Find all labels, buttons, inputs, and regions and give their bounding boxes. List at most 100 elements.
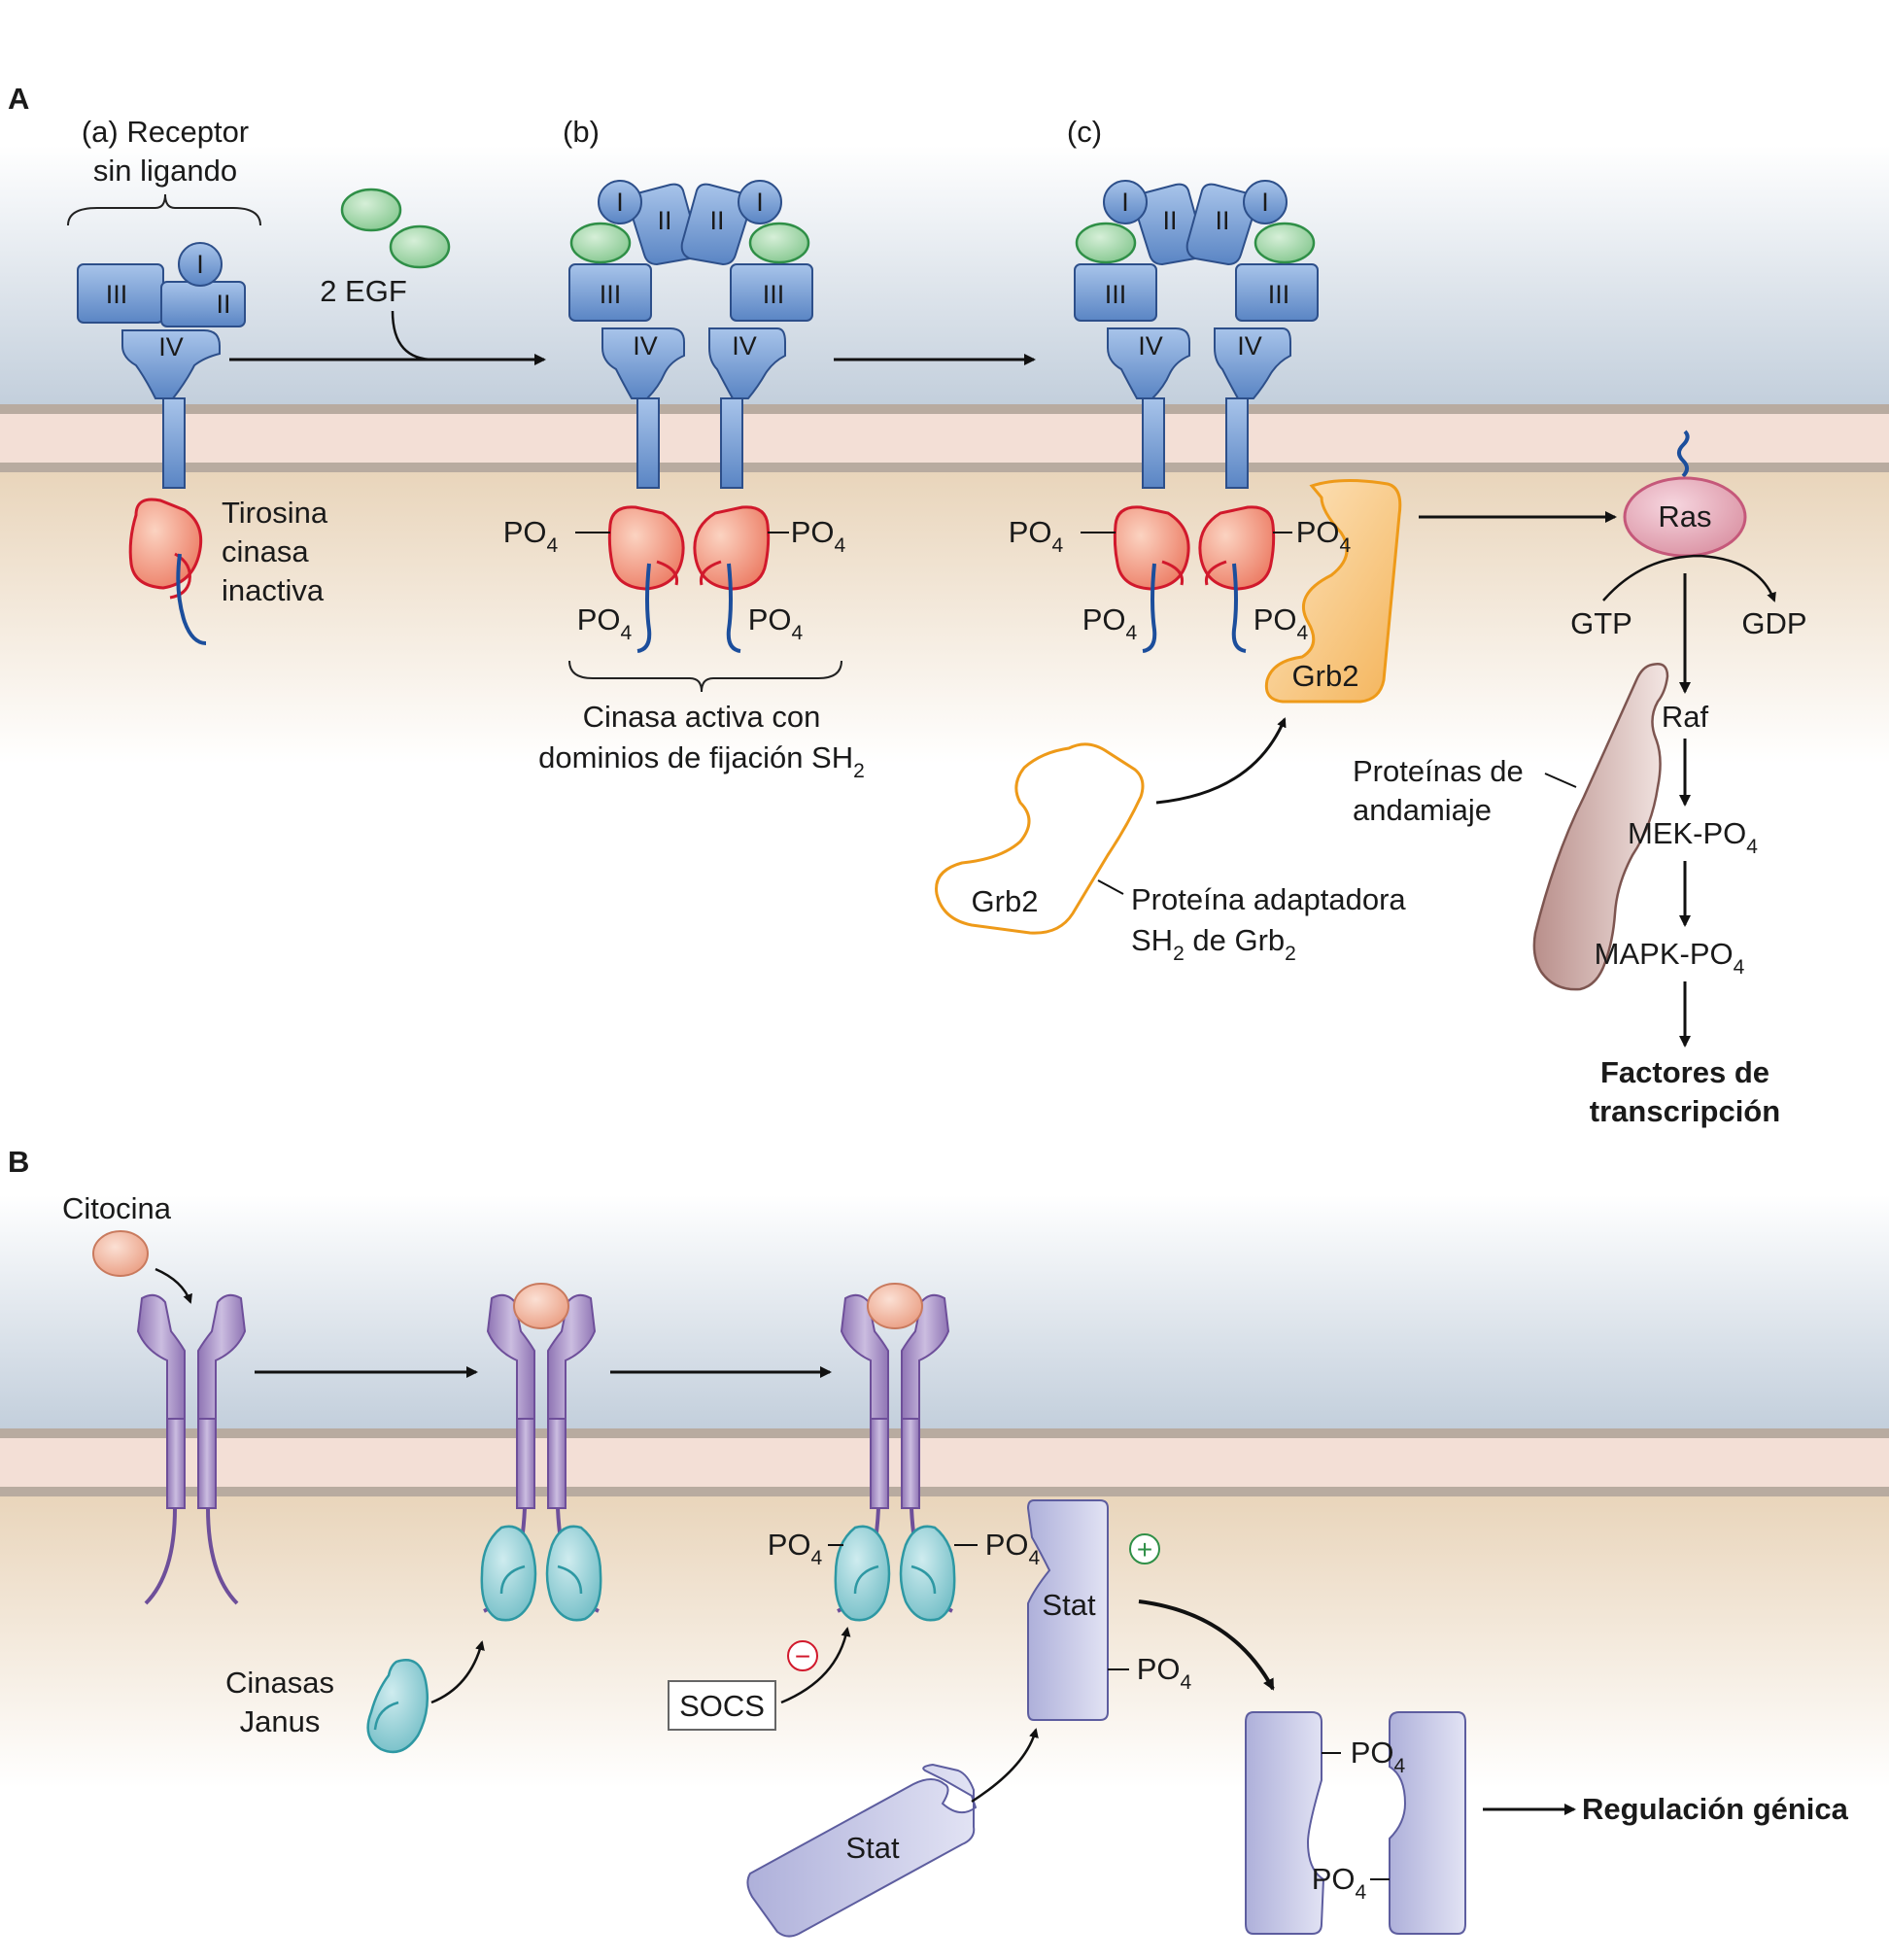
phosphate-label: PO4 <box>1312 1862 1367 1904</box>
tyrosine-kinase-label-line1: Tirosina <box>222 496 328 530</box>
phosphate-label: PO4 <box>1296 515 1352 557</box>
janus-recruit-arrow <box>430 1640 485 1704</box>
phosphate-label: PO4 <box>577 602 633 644</box>
stat-dimer <box>1245 1711 1466 1935</box>
cytokine-receptor-unbound <box>136 1293 247 1605</box>
scaffold-leader <box>1544 773 1577 788</box>
cytokine-receptor-bound-janus <box>480 1283 602 1622</box>
domain-label-iv: IV <box>1237 331 1262 361</box>
adaptor-leader <box>1097 879 1124 895</box>
domain-label-i: I <box>196 250 204 279</box>
step-a-brace <box>67 193 261 226</box>
stat-recruit-arrow <box>971 1728 1039 1804</box>
panel-a-letter: A <box>8 82 29 116</box>
minus-sign: − <box>795 1641 810 1671</box>
phosphate-label: PO4 <box>791 515 846 557</box>
janus-kinase-free <box>366 1659 429 1754</box>
domain-label-iv: IV <box>633 331 658 361</box>
stat-docked-label: Stat <box>1042 1588 1096 1622</box>
domain-label-ii: II <box>709 206 724 235</box>
phosphate-label: PO4 <box>768 1528 823 1569</box>
phosphate-label: PO4 <box>503 515 559 557</box>
scaffold-label-line1: Proteínas de <box>1353 754 1524 788</box>
egf-label: 2 EGF <box>320 274 407 308</box>
panel-a-background <box>0 146 1889 764</box>
cytokine-label: Citocina <box>62 1191 172 1225</box>
socs-inhibit-arrow <box>780 1627 851 1704</box>
receptor-dimer-b: I II III IV I II III IV <box>568 180 813 653</box>
mek-label: MEK-PO4 <box>1628 816 1758 858</box>
domain-label-ii: II <box>657 206 671 235</box>
janus-kinase-free-fold <box>373 1701 399 1731</box>
transcription-factors-line2: transcripción <box>1590 1094 1780 1128</box>
phosphate-label: PO4 <box>748 602 804 644</box>
domain-label-i: I <box>1261 188 1269 217</box>
scaffold-label-line2: andamiaje <box>1353 793 1492 827</box>
active-kinase-label-line1: Cinasa activa con <box>583 700 821 734</box>
phosphate-labels-b: PO4 PO4 PO4 PO4 <box>503 515 846 644</box>
minus-icon <box>787 1640 818 1671</box>
grb2-recruit-arrow <box>1155 717 1287 805</box>
gene-regulation-label: Regulación génica <box>1582 1792 1849 1826</box>
plus-icon <box>1129 1533 1160 1565</box>
domain-label-iv: IV <box>732 331 757 361</box>
domain-label-iii: III <box>763 280 785 309</box>
gtp-label: GTP <box>1570 606 1632 640</box>
stat-free <box>746 1763 978 1938</box>
socs-label: SOCS <box>679 1689 765 1723</box>
receptor-unliganded: I II III IV <box>77 242 246 645</box>
cytokine-free <box>92 1230 149 1277</box>
domain-label-ii: II <box>216 290 230 319</box>
mapk-label: MAPK-PO4 <box>1595 937 1745 979</box>
grb2-bound-label: Grb2 <box>1292 659 1359 693</box>
grb2-bound <box>1264 478 1402 704</box>
phosphate-labels-janus: PO4 PO4 <box>768 1528 1041 1569</box>
active-kinase-label-line2: dominios de fijación SH2 <box>538 740 865 782</box>
ras-anchor <box>1677 430 1690 478</box>
domain-label-i: I <box>616 188 624 217</box>
phosphate-label: PO4 <box>1254 602 1309 644</box>
phosphate-label: PO4 <box>1351 1736 1406 1777</box>
phosphate-label: PO4 <box>1082 602 1138 644</box>
phosphate-label: PO4 <box>1009 515 1064 557</box>
panel-b-letter: B <box>8 1145 29 1179</box>
adaptor-label-line1: Proteína adaptadora <box>1131 882 1406 916</box>
cytokine-binding-arrow <box>155 1267 192 1304</box>
domain-label-iv: IV <box>158 332 184 361</box>
step-a-label-line2: sin ligando <box>93 154 237 188</box>
step-a-label-line1: (a) Receptor <box>82 115 249 149</box>
adaptor-label-line2: SH2 de Grb2 <box>1131 923 1296 965</box>
domain-label-i: I <box>756 188 764 217</box>
stat-docked <box>1026 1499 1109 1721</box>
domain-label-iii: III <box>1105 280 1127 309</box>
domain-label-iii: III <box>1268 280 1290 309</box>
domain-label-ii: II <box>1215 206 1229 235</box>
ras-label: Ras <box>1658 499 1711 533</box>
receptor-dimer-c: I II III IV I II III IV <box>1074 180 1319 653</box>
domain-label-iv: IV <box>1138 331 1163 361</box>
active-kinase-brace <box>568 660 842 693</box>
phosphate-label: PO4 <box>985 1528 1041 1569</box>
domain-label-iii: III <box>106 280 128 309</box>
gtp-gdp-exchange-arrow <box>1602 554 1776 602</box>
domain-label-iii: III <box>600 280 622 309</box>
domain-label-ii: II <box>1162 206 1177 235</box>
raf-label: Raf <box>1662 700 1709 734</box>
tyrosine-kinase-label-line3: inactiva <box>222 573 325 607</box>
gdp-label: GDP <box>1741 606 1806 640</box>
step-c-label: (c) <box>1067 115 1102 149</box>
phosphate-label: PO4 <box>1137 1652 1192 1694</box>
janus-label-line2: Janus <box>240 1704 321 1738</box>
scaffold-protein <box>1532 663 1669 991</box>
janus-label-line1: Cinasas <box>225 1666 334 1700</box>
plus-sign: + <box>1137 1534 1152 1565</box>
step-b-label: (b) <box>563 115 600 149</box>
cytokine-receptor-active <box>834 1283 956 1622</box>
grb2-free <box>935 742 1145 935</box>
transcription-factors-line1: Factores de <box>1600 1055 1769 1089</box>
grb2-free-label: Grb2 <box>972 884 1039 918</box>
stat-dimerize-arrow <box>1138 1599 1275 1691</box>
egf-ligands <box>340 188 451 269</box>
tyrosine-kinase-label-line2: cinasa <box>222 534 309 568</box>
